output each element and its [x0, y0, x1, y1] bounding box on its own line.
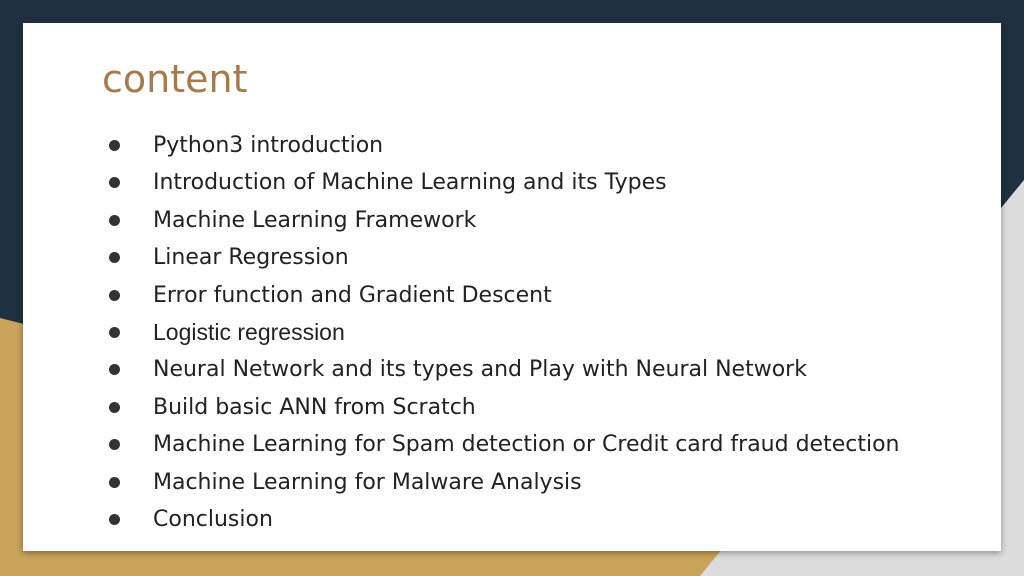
bullet-icon [109, 140, 120, 151]
list-item-text: Machine Learning for Spam detection or C… [153, 432, 900, 458]
bullet-icon [109, 326, 120, 338]
bullet-icon [109, 476, 120, 488]
list-item-text: Conclusion [153, 506, 273, 532]
bullet-icon [109, 401, 120, 413]
bullet-icon [109, 439, 120, 451]
bullet-icon [109, 289, 120, 301]
slide-title: content [102, 57, 248, 101]
slide-content-card: content Python3 introduction Introductio… [23, 23, 1001, 551]
list-item-text: Python3 introduction [153, 133, 384, 158]
list-item-text: Neural Network and its types and Play wi… [153, 357, 807, 383]
bullet-icon [109, 252, 120, 264]
list-item-text: Error function and Gradient Descent [153, 282, 552, 308]
bullet-icon [109, 177, 120, 189]
list-item-text: Build basic ANN from Scratch [153, 394, 476, 420]
list-item-text: Machine Learning Framework [153, 207, 477, 233]
list-item-text: Machine Learning for Malware Analysis [153, 469, 582, 495]
bullet-icon [109, 214, 120, 226]
bullet-icon [109, 364, 120, 376]
bullet-icon [109, 513, 120, 525]
list-item-text: Linear Regression [153, 245, 349, 271]
list-item-text: Introduction of Machine Learning and its… [153, 170, 667, 196]
list-item-text: Logistic regression [153, 318, 345, 345]
